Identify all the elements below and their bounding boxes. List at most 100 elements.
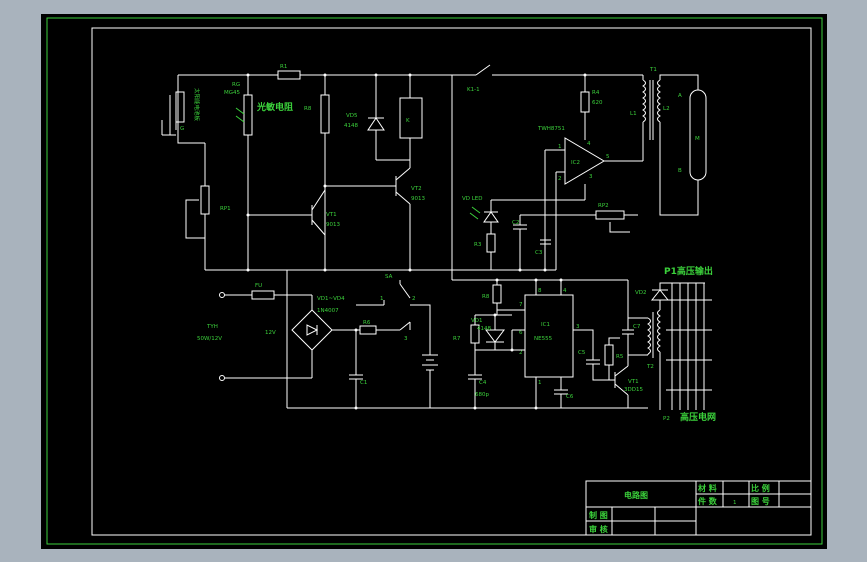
transformer-t2-secondary <box>657 309 661 353</box>
ne555-pin-4: 4 <box>563 288 567 294</box>
ic-pin-2: 2 <box>558 176 562 182</box>
title-block: 电路图 材 料 比 例 件 数 1 图 号 制 图 审 核 <box>585 480 812 536</box>
switch-sa[interactable] <box>399 321 411 331</box>
label-ic1-type: NE555 <box>534 336 553 342</box>
relay-coil-k <box>399 97 423 139</box>
lamp-tube <box>689 89 707 181</box>
label-c4-val: 680p <box>475 392 489 398</box>
label-12v: 12V <box>265 330 276 336</box>
label-m: M <box>695 136 700 142</box>
label-l1: L1 <box>630 111 637 117</box>
label-r3: R3 <box>474 242 482 248</box>
power-hv-circuit: FU TYH 50W/12V 12V VD1~VD4 1N4007 R6 C1 <box>197 265 716 423</box>
label-c2: C2 <box>512 220 519 226</box>
label-k: K <box>406 118 410 124</box>
label-vertical-text: 太阳能电池板 <box>193 88 201 122</box>
transformer-t2-primary <box>647 317 651 355</box>
label-r8: R8 <box>304 106 312 112</box>
relay-switch-k1 <box>475 64 491 76</box>
inner-border <box>91 27 812 536</box>
ic-twh8751 <box>564 137 605 185</box>
label-b: B <box>678 168 682 174</box>
ic-pin-5: 5 <box>606 154 610 160</box>
diode-vd2 <box>650 289 670 301</box>
ne555-pin-6: 6 <box>519 330 523 336</box>
input-terminal-bottom <box>219 375 225 381</box>
label-p1: P1高压输出 <box>664 265 713 277</box>
label-c4: C4 <box>479 380 487 386</box>
ic-ne555 <box>524 294 574 378</box>
label-grid: 高压电网 <box>680 411 716 423</box>
label-r1: R1 <box>280 64 287 70</box>
transformer-t1-secondary <box>657 79 661 123</box>
drawing-canvas <box>41 14 827 549</box>
label-tr: TYH <box>206 324 218 330</box>
label-rp2: RP2 <box>598 203 609 209</box>
label-sa: SA <box>385 274 393 280</box>
label-p2: P2 <box>663 416 670 422</box>
ne555-pin-1: 1 <box>538 380 542 386</box>
input-terminal-top <box>219 292 225 298</box>
switch-pos-1: 1 <box>380 296 384 302</box>
drawing-title: 电路图 <box>624 490 648 500</box>
ic-pin-4: 4 <box>587 141 591 147</box>
label-vd-bridge: VD1~VD4 <box>317 296 345 302</box>
label-g: G <box>180 126 184 132</box>
label-vt3-type: 3DD15 <box>624 387 643 393</box>
label-c6: C6 <box>566 394 574 400</box>
label-vd2: VD2 <box>635 290 647 296</box>
reviewed-by-label: 审 核 <box>589 524 608 534</box>
label-vd-bridge-type: 1N4007 <box>317 308 339 314</box>
label-r5: R5 <box>616 354 624 360</box>
label-t1: T1 <box>649 67 657 73</box>
scale-label: 比 例 <box>751 483 770 493</box>
drawn-by-label: 制 图 <box>589 510 608 520</box>
transformer-t1-primary <box>642 79 646 123</box>
label-vt2: VT2 <box>411 186 422 192</box>
label-vt1-type: 9013 <box>326 222 340 228</box>
label-c3: C3 <box>535 250 543 256</box>
label-ic2: IC2 <box>571 160 580 166</box>
lamp-driver-circuit: R4 620 TWH8751 IC2 4 1 2 3 5 RP2 C2 C3 <box>462 67 707 272</box>
material-label: 材 料 <box>698 483 717 493</box>
ne555-pin-2: 2 <box>519 350 523 356</box>
label-c7: C7 <box>633 324 641 330</box>
switch-pos-2: 2 <box>412 296 416 302</box>
label-ldr: 光敏电阻 <box>256 101 293 113</box>
label-vd5: VD5 <box>346 113 358 119</box>
quantity-value: 1 <box>733 500 737 506</box>
label-fuse: FU <box>255 283 262 289</box>
label-rp1: RP1 <box>220 206 231 212</box>
ne555-pin-7: 7 <box>519 302 523 308</box>
label-ic1: IC1 <box>541 322 550 328</box>
label-ic: TWH8751 <box>537 126 565 132</box>
label-a: A <box>678 93 682 99</box>
label-t2: T2 <box>646 364 654 370</box>
label-l2: L2 <box>663 106 670 112</box>
label-c5: C5 <box>578 350 586 356</box>
label-r4-val: 620 <box>592 100 603 106</box>
label-k1: K1-1 <box>467 87 480 93</box>
label-r6: R6 <box>363 320 371 326</box>
ne555-pin-8: 8 <box>538 288 542 294</box>
label-rg-model: MG45 <box>224 90 241 96</box>
label-r8-lower: R8 <box>482 294 490 300</box>
label-vd5-type: 4148 <box>344 123 358 129</box>
label-vd1-type: 4148 <box>477 326 491 332</box>
drawing-no-label: 图 号 <box>751 497 770 506</box>
label-tr-val: 50W/12V <box>197 336 222 342</box>
quantity-label: 件 数 <box>698 496 718 506</box>
label-vt3: VT1 <box>628 379 639 385</box>
label-vd1: VD1 <box>471 318 483 324</box>
label-led: VD LED <box>462 196 483 202</box>
label-rg: RG <box>232 82 240 88</box>
ne555-pin-3: 3 <box>576 324 580 330</box>
label-c1: C1 <box>360 380 367 386</box>
label-r4: R4 <box>592 90 600 96</box>
label-vt2-type: 9013 <box>411 196 425 202</box>
ic-pin-1: 1 <box>558 144 562 150</box>
ic-pin-3: 3 <box>589 174 593 180</box>
outer-border <box>46 17 823 545</box>
